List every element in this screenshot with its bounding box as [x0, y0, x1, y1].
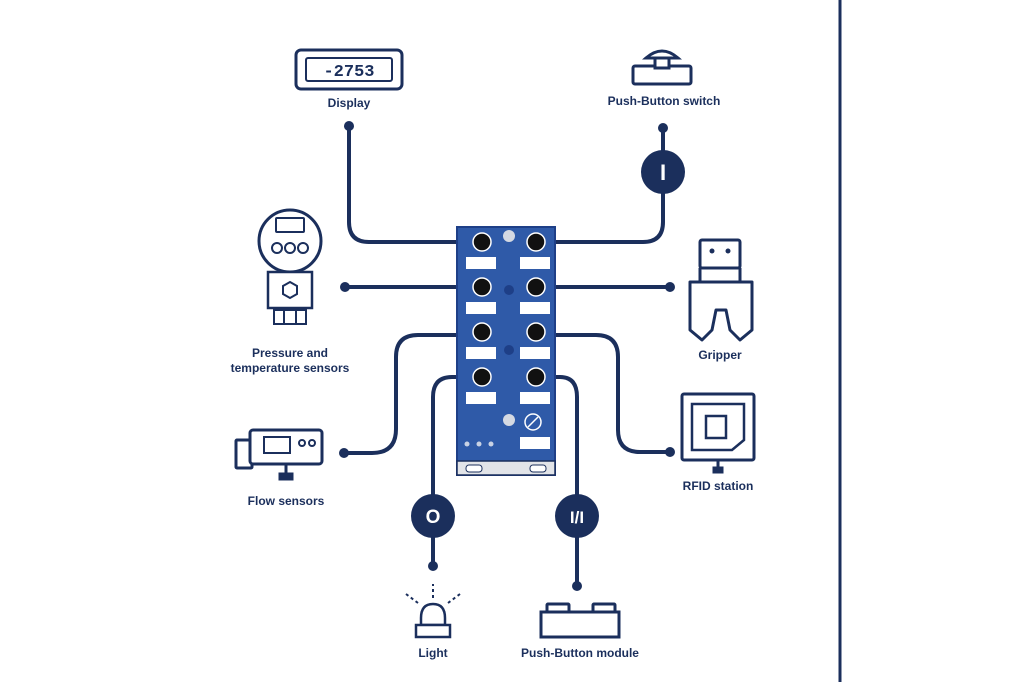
display-icon: -2753: [294, 48, 404, 91]
flow-sensor-cable: [342, 333, 474, 455]
cable-endpoints: [339, 121, 675, 591]
input-output-badge: I/I: [555, 494, 599, 538]
output-badge: O: [411, 494, 455, 538]
io-module-icon: [456, 226, 556, 476]
svg-text:I: I: [660, 160, 666, 185]
gripper-label: Gripper: [698, 348, 742, 362]
svg-text:O: O: [426, 507, 441, 528]
connection-lines: [342, 124, 672, 588]
display-cable: [347, 124, 474, 244]
rfid-station-label: RFID station: [682, 479, 754, 493]
flow-sensor-icon: [234, 428, 324, 481]
light-cable: [431, 375, 474, 568]
rfid-cable: [538, 333, 672, 454]
display-readout: -2753: [323, 63, 374, 82]
push-button-switch-label: Push-Button switch: [607, 94, 721, 108]
rfid-station-icon: [680, 392, 756, 474]
light-label: Light: [418, 646, 448, 660]
pressure-sensor-icon: [257, 208, 323, 325]
input-badge: I: [641, 150, 685, 194]
push-button-module-cable: [538, 375, 579, 588]
flow-sensors-label: Flow sensors: [247, 494, 325, 508]
pressure-sensor-label-line2: temperature sensors: [230, 361, 350, 375]
pressure-sensor-label-line1: Pressure and: [251, 346, 329, 360]
gripper-icon: [688, 238, 754, 342]
push-button-switch-cable: [538, 126, 665, 244]
svg-text:I/I: I/I: [570, 508, 584, 527]
display-label: Display: [327, 96, 371, 110]
push-button-module-label: Push-Button module: [521, 646, 639, 660]
light-icon: [405, 584, 461, 639]
push-button-switch-icon: [631, 49, 693, 86]
push-button-module-icon: [539, 602, 621, 639]
